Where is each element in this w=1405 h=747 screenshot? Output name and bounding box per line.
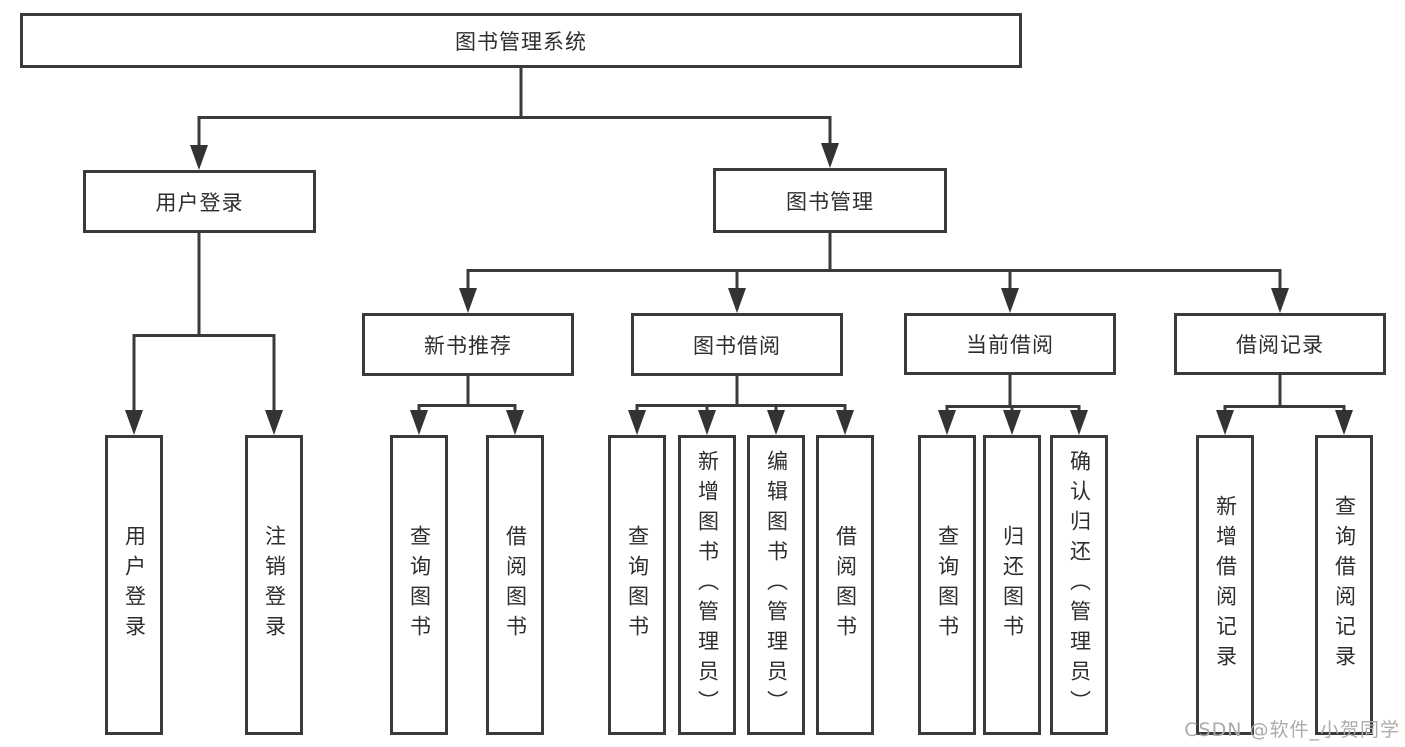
leaf-bb-add-books-admin: 新增图书（管理员） <box>678 435 736 735</box>
leaf-bb-borrow-books: 借阅图书 <box>816 435 874 735</box>
leaf-user-login: 用户登录 <box>105 435 163 735</box>
leaf-label: 编辑图书（管理员） <box>764 450 789 720</box>
node-label: 用户登录 <box>155 190 244 215</box>
leaf-cb-return-books: 归还图书 <box>983 435 1041 735</box>
leaf-bb-edit-books-admin: 编辑图书（管理员） <box>747 435 805 735</box>
leaf-label: 查询图书 <box>407 525 432 645</box>
node-label: 图书管理系统 <box>455 29 587 54</box>
leaf-br-add-record: 新增借阅记录 <box>1196 435 1254 735</box>
leaf-nbr-query-books: 查询图书 <box>390 435 448 735</box>
node-root-library-management-system: 图书管理系统 <box>20 13 1022 68</box>
leaf-cb-query-books: 查询图书 <box>918 435 976 735</box>
leaf-label: 查询图书 <box>625 525 650 645</box>
node-current-borrowing: 当前借阅 <box>904 313 1116 375</box>
node-label: 图书管理 <box>786 189 874 214</box>
node-book-management-branch: 图书管理 <box>713 168 947 233</box>
leaf-label: 归还图书 <box>1000 525 1025 645</box>
node-user-login-branch: 用户登录 <box>83 170 316 233</box>
leaf-label: 确认归还（管理员） <box>1067 450 1092 720</box>
leaf-logout-login: 注销登录 <box>245 435 303 735</box>
leaf-label: 用户登录 <box>122 525 147 645</box>
leaf-br-query-record: 查询借阅记录 <box>1315 435 1373 735</box>
csdn-watermark: CSDN @软件_小贺同学 <box>1184 719 1400 741</box>
leaf-label: 新增图书（管理员） <box>695 450 720 720</box>
leaf-label: 注销登录 <box>262 525 287 645</box>
node-borrowing-records: 借阅记录 <box>1174 313 1386 375</box>
node-label: 图书借阅 <box>693 333 781 358</box>
leaf-label: 新增借阅记录 <box>1213 495 1238 675</box>
leaf-label: 查询图书 <box>935 525 960 645</box>
node-book-borrowing: 图书借阅 <box>631 313 843 376</box>
node-label: 新书推荐 <box>424 333 512 358</box>
leaf-cb-confirm-return-admin: 确认归还（管理员） <box>1050 435 1108 735</box>
node-new-book-recommendation: 新书推荐 <box>362 313 574 376</box>
leaf-label: 查询借阅记录 <box>1332 495 1357 675</box>
leaf-label: 借阅图书 <box>833 525 858 645</box>
leaf-label: 借阅图书 <box>503 525 528 645</box>
node-label: 借阅记录 <box>1236 333 1324 357</box>
leaf-bb-query-books: 查询图书 <box>608 435 666 735</box>
leaf-nbr-borrow-books: 借阅图书 <box>486 435 544 735</box>
node-label: 当前借阅 <box>966 333 1054 357</box>
